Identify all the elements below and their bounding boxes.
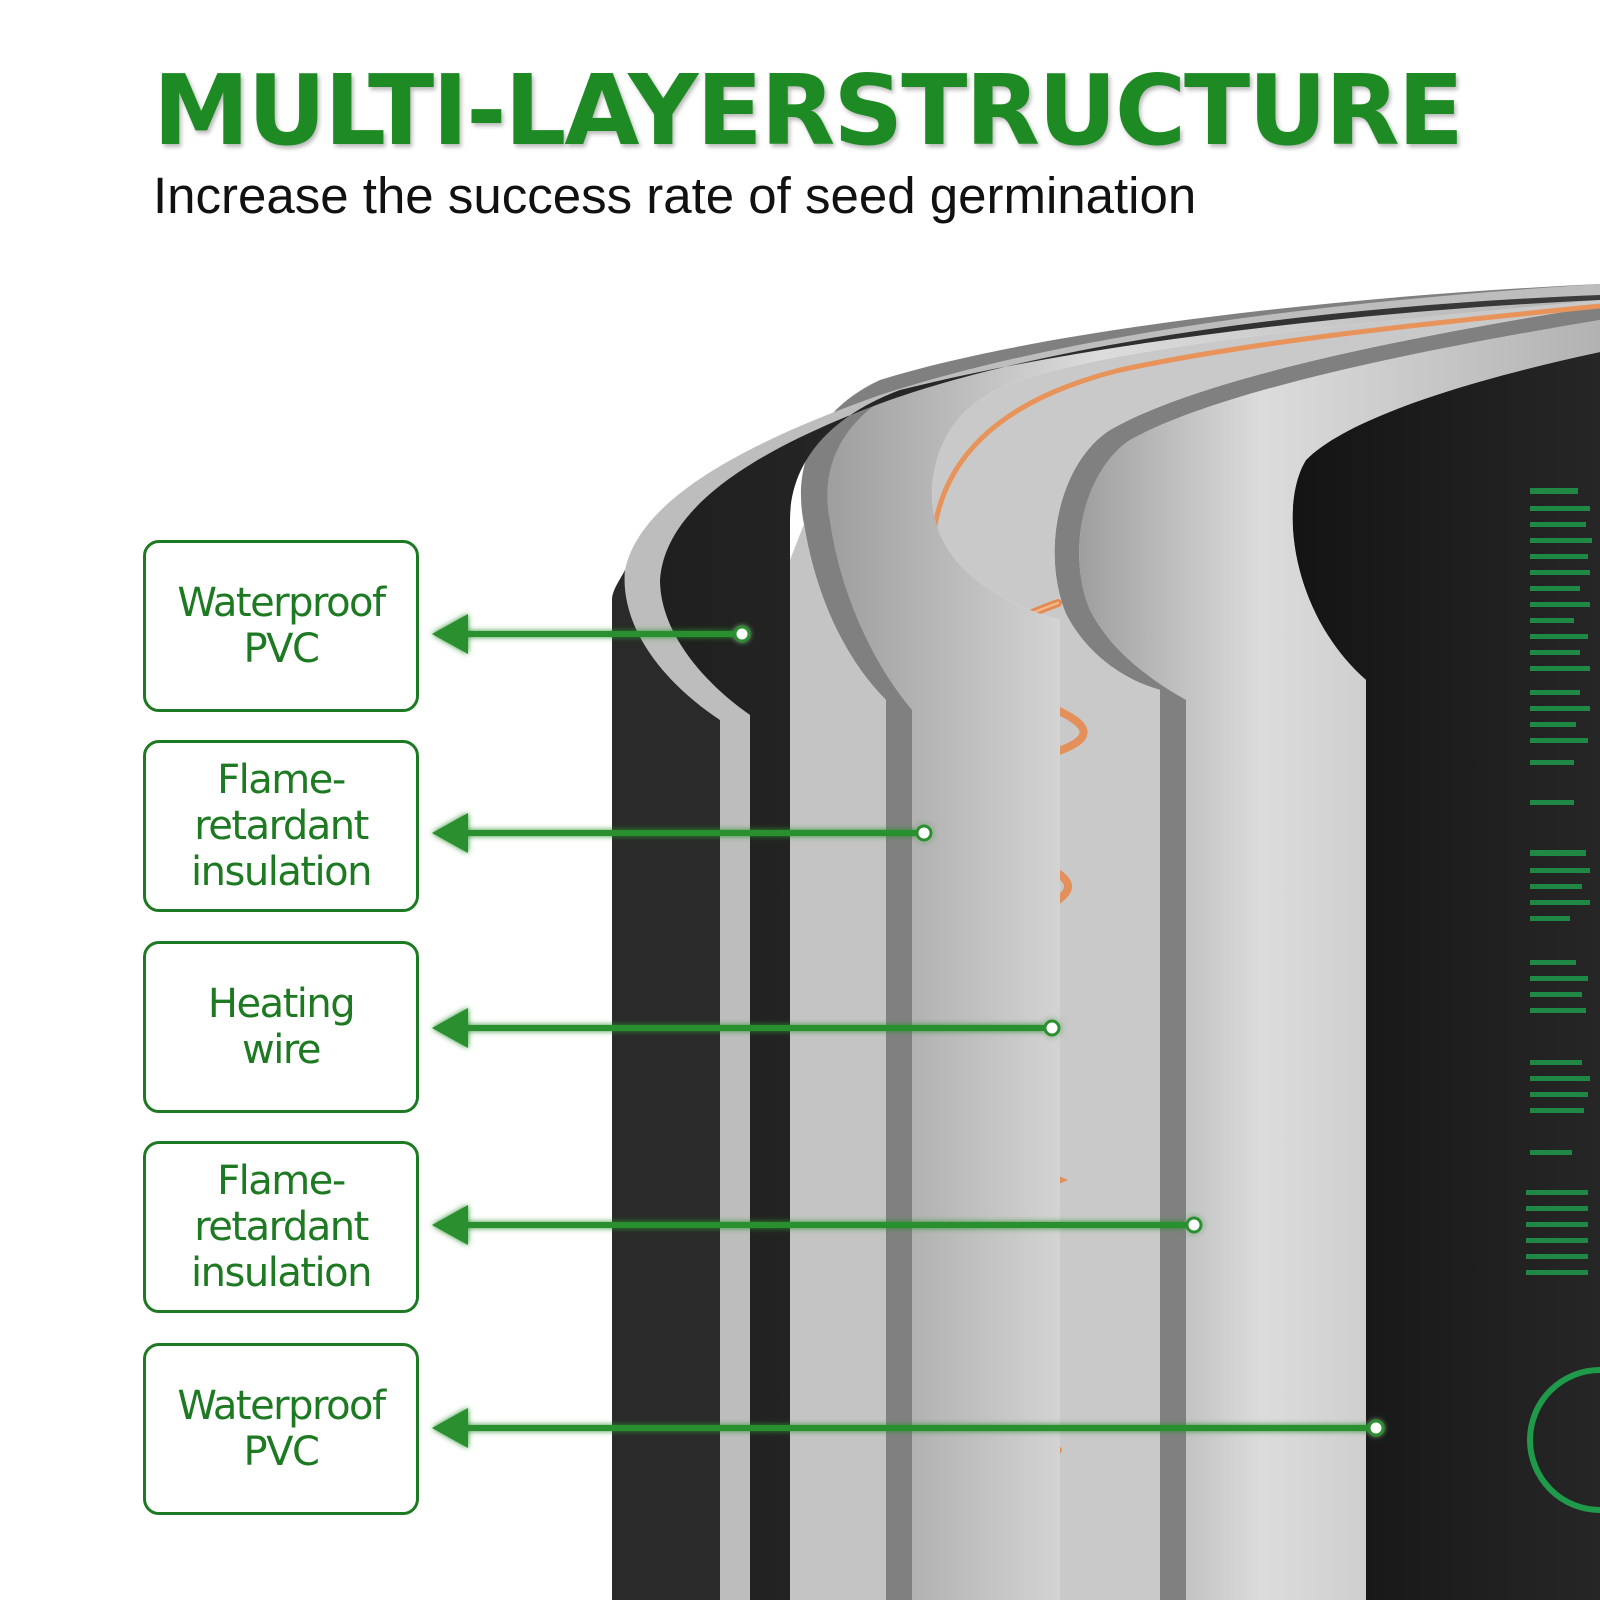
arrow-left-icon	[432, 614, 468, 654]
layer-label-text: Heating wire	[207, 981, 356, 1073]
page-title: MULTI-LAYERSTRUCTURE	[153, 54, 1464, 167]
arrow-left-icon	[432, 1008, 468, 1048]
layer-waterproof-pvc-inner	[1267, 338, 1600, 1600]
arrow-left-icon	[432, 813, 468, 853]
pointer-dot-icon	[733, 625, 751, 643]
pointer-dot-icon	[915, 824, 933, 842]
layer-label-text: Flame-retardant insulation	[191, 757, 372, 895]
arrow-left-icon	[432, 1205, 468, 1245]
layer-label-heating-wire: Heating wire	[143, 941, 419, 1113]
leader-arrow-1	[432, 614, 751, 654]
leader-arrows	[432, 614, 1385, 1448]
leader-arrow-2	[432, 813, 933, 853]
leader-arrow-5	[432, 1408, 1385, 1448]
layer-waterproof-pvc-outer	[612, 284, 1600, 1600]
layer-label-flame-retardant-insulation-1: Flame-retardant insulation	[143, 740, 419, 912]
layer-label-flame-retardant-insulation-2: Flame-retardant insulation	[143, 1141, 419, 1313]
leader-arrow-3	[432, 1008, 1061, 1048]
layer-label-waterproof-pvc-bottom: Waterproof PVC	[143, 1343, 419, 1515]
layer-flame-retardant-insulation-inner	[1054, 306, 1600, 1600]
pointer-dot-icon	[1185, 1216, 1203, 1234]
layer-label-text: Waterproof PVC	[177, 580, 386, 672]
layer-flame-retardant-insulation-outer	[790, 284, 1600, 1600]
pointer-dot-icon	[1043, 1019, 1061, 1037]
leader-arrow-4	[432, 1205, 1203, 1245]
layer-label-waterproof-pvc-top: Waterproof PVC	[143, 540, 419, 712]
layer-label-text: Waterproof PVC	[177, 1383, 386, 1475]
page-subtitle: Increase the success rate of seed germin…	[153, 167, 1197, 224]
layer-label-text: Flame-retardant insulation	[191, 1158, 372, 1296]
pointer-dot-icon	[1367, 1419, 1385, 1437]
arrow-left-icon	[432, 1408, 468, 1448]
